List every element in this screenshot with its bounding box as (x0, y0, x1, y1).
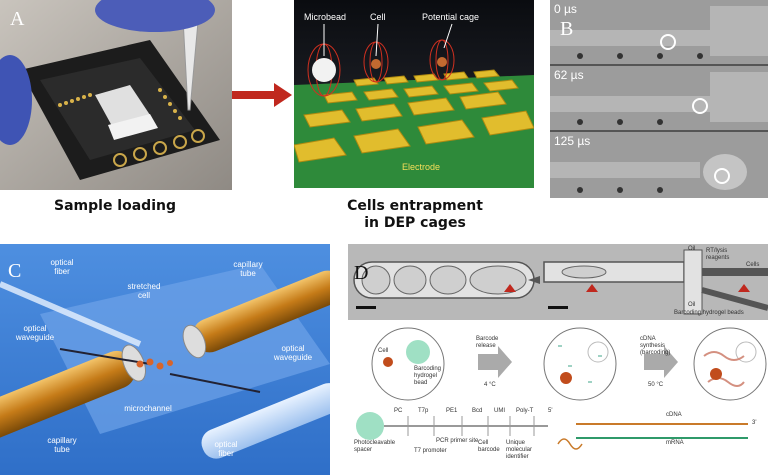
panel-c: C optical fiber stretched cell capillary… (0, 244, 330, 475)
right-arrow-icon (232, 83, 292, 107)
label-oil-top: Oil (688, 246, 696, 252)
label-oil-bottom: Oil (688, 302, 696, 308)
dep-cage-render (294, 0, 534, 188)
dep-caption-line1: Cells entrapment (347, 198, 483, 214)
label-seg-pc: PC (394, 408, 403, 414)
label-five-prime-left: 5' (548, 408, 553, 414)
label-temp-1: 4 °C (484, 382, 496, 388)
label-optical-waveguide-left: optical waveguide (15, 324, 55, 342)
label-capillary-tube-right: capillary tube (233, 260, 263, 278)
panel-d-schematic (371, 327, 767, 401)
dep-caption-line2: in DEP cages (364, 215, 466, 231)
label-potential-cage: Potential cage (422, 12, 480, 22)
label-seg-polyt: Poly-T (516, 408, 534, 414)
label-cdna-synthesis: cDNA synthesis (barcoding) (640, 336, 671, 356)
time-0: 0 µs (554, 2, 577, 16)
label-barcode-release: Barcode release (476, 336, 499, 349)
label-optical-waveguide-right: optical waveguide (273, 344, 313, 362)
label-seg-bcd: Bcd (472, 408, 483, 414)
label-umi-full: Unique molecular identifier (506, 440, 533, 460)
time-125: 125 µs (554, 134, 591, 148)
label-optical-fiber-left: optical fiber (50, 258, 74, 276)
label-stretched-cell: stretched cell (127, 282, 161, 300)
label-capillary-tube-left: capillary tube (47, 436, 77, 454)
label-cdna: cDNA (666, 412, 682, 418)
label-three-prime: 3' (752, 420, 757, 426)
panel-c-letter: C (8, 260, 22, 282)
label-electrode: Electrode (402, 162, 441, 172)
label-microchannel: microchannel (124, 404, 172, 413)
panel-b-letter: B (560, 18, 574, 40)
label-photocleavable: Photocleavable spacer (354, 440, 396, 453)
panel-d-micrograph (348, 244, 768, 320)
time-62: 62 µs (554, 68, 584, 82)
label-rt-reagents: RT/lysis reagents (706, 248, 730, 261)
label-pcr-primer: PCR primer site (436, 438, 479, 444)
panel-d-letter: D (354, 262, 369, 284)
label-barcoding-beads: Barcoding hydrogel beads (674, 310, 744, 316)
label-cell-barcode: Cell barcode (478, 440, 500, 453)
label-temp-2: 50 °C (648, 382, 664, 388)
label-cells: Cells (746, 262, 760, 268)
panel-c-render (0, 244, 330, 475)
label-cell-schematic: Cell (378, 348, 389, 354)
panel-dep-cages: Microbead Cell Potential cage Electrode (294, 0, 534, 188)
label-seg-umi: UMI (494, 408, 505, 414)
label-mrna: mRNA (666, 440, 684, 446)
panel-a-photo (0, 0, 232, 190)
panel-a-caption: Sample loading (54, 198, 176, 214)
label-seg-pe1: PE1 (446, 408, 458, 414)
label-optical-fiber-right: optical fiber (214, 440, 238, 458)
panel-a: A (0, 0, 232, 190)
panel-a-letter: A (10, 8, 25, 30)
panel-b: 0 µs B 62 µs 125 µs (550, 0, 768, 198)
label-seg-t7p: T7p (418, 408, 429, 414)
panel-d: D Oil Oil RT/lysis reagents Cells Barcod… (348, 244, 768, 475)
label-microbead: Microbead (304, 12, 347, 22)
label-bead-schematic: Barcoding hydrogel bead (414, 366, 442, 386)
panel-b-frames (550, 0, 768, 198)
label-cell: Cell (370, 12, 386, 22)
label-t7-promoter: T7 promoter (414, 448, 447, 454)
panel-d-construct (356, 412, 748, 450)
